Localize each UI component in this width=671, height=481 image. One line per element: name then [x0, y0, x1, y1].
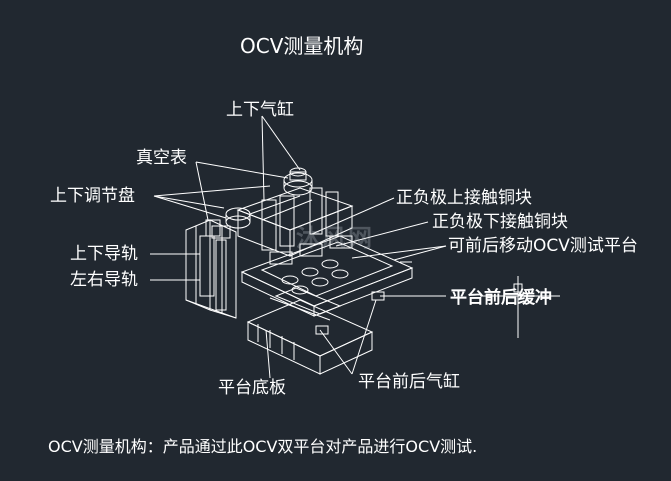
label-vacuum-gauge: 真空表 [136, 148, 187, 168]
crosshair-mark [480, 276, 560, 338]
diagram-title: OCV测量机构 [240, 34, 364, 58]
leader-lines [150, 115, 447, 379]
base-plate-drawing [246, 299, 374, 375]
label-platform-cylinder: 平台前后气缸 [358, 372, 460, 392]
label-guide-left-right: 左右导轨 [70, 270, 138, 290]
label-movable-platform: 可前后移动OCV测试平台 [448, 236, 638, 256]
label-platform-base: 平台底板 [218, 378, 286, 398]
watermark: 沐风网 [296, 224, 374, 252]
frame-drawing [185, 219, 237, 319]
label-pos-neg-upper-contact: 正负极上接触铜块 [396, 188, 532, 208]
label-guide-up-down: 上下导轨 [70, 244, 138, 264]
caption-text: OCV测量机构：产品通过此OCV双平台对产品进行OCV测试. [48, 437, 478, 456]
label-platform-buffer: 平台前后缓冲 [450, 288, 552, 308]
gantry-drawing [236, 187, 354, 257]
label-pos-neg-lower-contact: 正负极下接触铜块 [432, 212, 568, 232]
label-adjust-plate: 上下调节盘 [50, 186, 135, 206]
label-cylinder-up-down: 上下气缸 [226, 100, 294, 120]
platform-drawing [240, 235, 414, 335]
